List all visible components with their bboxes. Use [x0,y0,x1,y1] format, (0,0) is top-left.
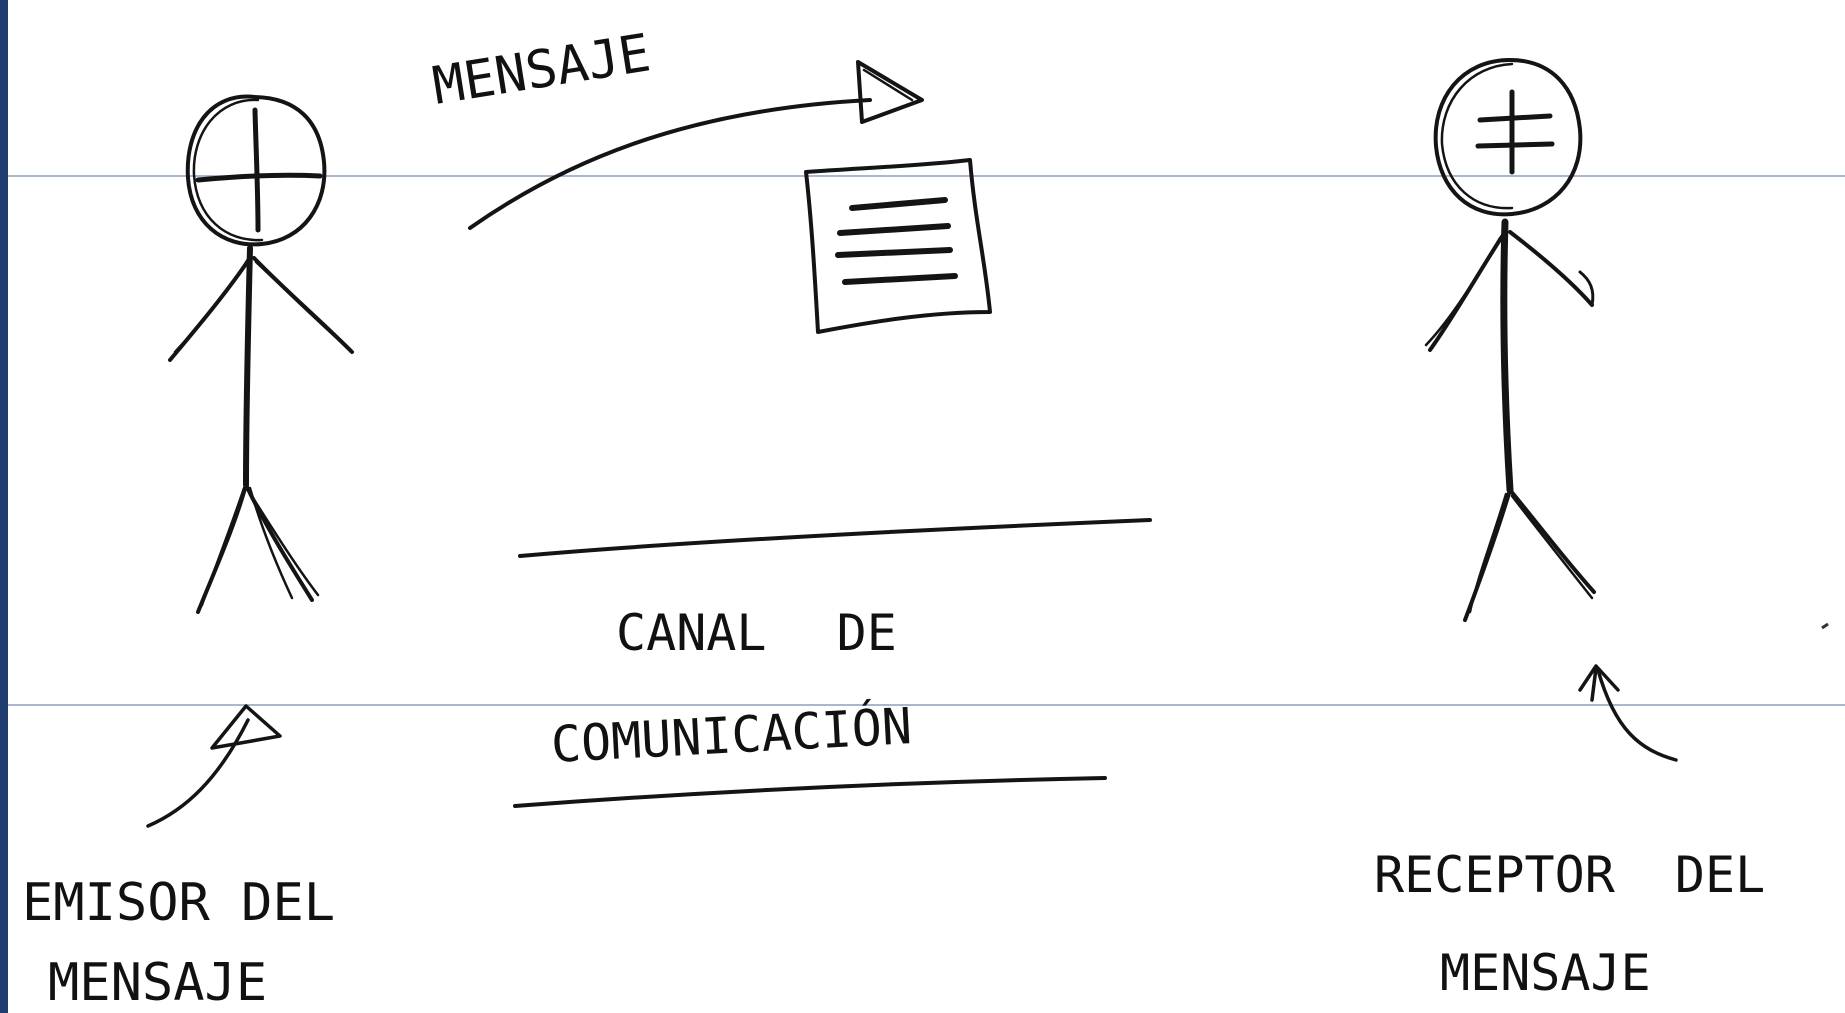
sender-label-line1: EMISOR DEL [22,873,335,933]
receiver-label-line1: RECEPTOR DEL [1374,846,1765,904]
channel-label-line1: CANAL DE [616,604,897,662]
left-border [0,0,8,1013]
sender-label-line2: MENSAJE [48,953,267,1013]
channel-top-line [518,518,1152,558]
receiver-pointer-arrow [1578,664,1678,762]
receiver-stick-figure-icon [1424,58,1596,622]
channel-bottom-line [513,776,1107,808]
message-document-icon [804,158,992,334]
receiver-label-line2: MENSAJE [1440,944,1651,1002]
sender-stick-figure-icon [168,94,354,614]
stray-mark [1821,622,1829,630]
message-arrow [468,60,924,230]
sender-pointer-arrow [146,704,282,828]
channel-lines [513,518,1152,808]
